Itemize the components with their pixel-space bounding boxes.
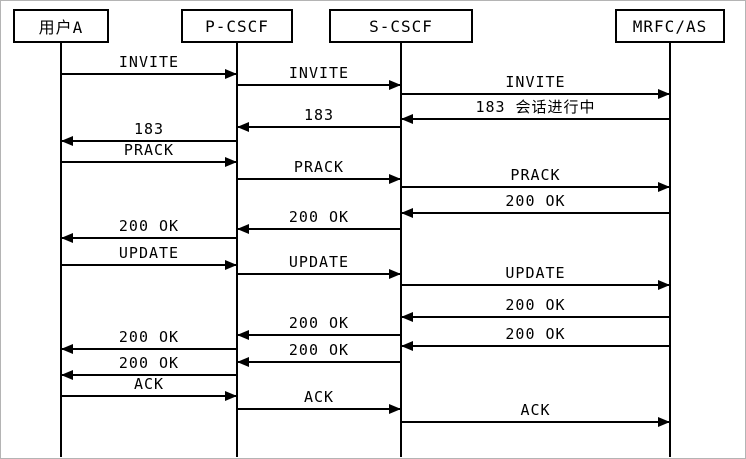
participant-box-mrfc-as: MRFC/AS bbox=[615, 9, 725, 43]
message-line bbox=[401, 118, 670, 120]
message-line bbox=[237, 84, 401, 86]
arrowhead-icon bbox=[225, 391, 237, 401]
message-line bbox=[61, 348, 237, 350]
message-line bbox=[61, 73, 237, 75]
arrowhead-icon bbox=[401, 312, 413, 322]
lifeline-mrfc-as bbox=[669, 43, 671, 457]
arrowhead-icon bbox=[401, 208, 413, 218]
message-line bbox=[237, 178, 401, 180]
message-line bbox=[237, 228, 401, 230]
message-label: UPDATE bbox=[502, 265, 569, 282]
participant-box-user-a: 用户A bbox=[13, 9, 109, 43]
message-label: 200 OK bbox=[502, 326, 569, 343]
message-line bbox=[401, 345, 670, 347]
arrowhead-icon bbox=[61, 136, 73, 146]
message-label: 200 OK bbox=[285, 342, 353, 359]
message-label: PRACK bbox=[290, 159, 348, 176]
message-label: ACK bbox=[130, 376, 168, 393]
message-line bbox=[61, 140, 237, 142]
arrowhead-icon bbox=[61, 344, 73, 354]
message-label: PRACK bbox=[507, 167, 564, 184]
message-label: 200 OK bbox=[115, 355, 183, 372]
message-line bbox=[61, 161, 237, 163]
arrowhead-icon bbox=[237, 224, 249, 234]
message-line bbox=[61, 264, 237, 266]
message-line bbox=[401, 212, 670, 214]
lifeline-s-cscf bbox=[400, 43, 402, 457]
message-label: 200 OK bbox=[285, 315, 353, 332]
arrowhead-icon bbox=[237, 330, 249, 340]
message-line bbox=[401, 93, 670, 95]
message-label: 200 OK bbox=[115, 218, 183, 235]
arrowhead-icon bbox=[61, 233, 73, 243]
message-line bbox=[61, 237, 237, 239]
arrowhead-icon bbox=[658, 280, 670, 290]
message-line bbox=[401, 316, 670, 318]
participant-box-s-cscf: S-CSCF bbox=[329, 9, 473, 43]
arrowhead-icon bbox=[389, 80, 401, 90]
arrowhead-icon bbox=[389, 174, 401, 184]
message-line bbox=[237, 334, 401, 336]
arrowhead-icon bbox=[389, 404, 401, 414]
message-label: PRACK bbox=[120, 142, 178, 159]
arrowhead-icon bbox=[237, 122, 249, 132]
message-line bbox=[401, 284, 670, 286]
arrowhead-icon bbox=[225, 157, 237, 167]
arrowhead-icon bbox=[225, 260, 237, 270]
lifeline-p-cscf bbox=[236, 43, 238, 457]
message-label: 183 bbox=[130, 121, 168, 138]
arrowhead-icon bbox=[401, 341, 413, 351]
message-label: 200 OK bbox=[115, 329, 183, 346]
message-line bbox=[401, 186, 670, 188]
arrowhead-icon bbox=[401, 114, 413, 124]
arrowhead-icon bbox=[225, 69, 237, 79]
message-label: INVITE bbox=[115, 54, 183, 71]
arrowhead-icon bbox=[658, 417, 670, 427]
message-label: INVITE bbox=[502, 74, 569, 91]
arrowhead-icon bbox=[61, 370, 73, 380]
message-line bbox=[61, 374, 237, 376]
message-label: 183 bbox=[300, 107, 338, 124]
message-label: 200 OK bbox=[502, 193, 569, 210]
participant-box-p-cscf: P-CSCF bbox=[181, 9, 293, 43]
lifeline-user-a bbox=[60, 43, 62, 457]
arrowhead-icon bbox=[389, 269, 401, 279]
message-line bbox=[237, 126, 401, 128]
message-line bbox=[237, 361, 401, 363]
arrowhead-icon bbox=[658, 182, 670, 192]
message-line bbox=[237, 273, 401, 275]
message-line bbox=[237, 408, 401, 410]
message-label: ACK bbox=[517, 402, 554, 419]
arrowhead-icon bbox=[658, 89, 670, 99]
message-line bbox=[401, 421, 670, 423]
message-label: 183 会话进行中 bbox=[472, 99, 599, 116]
message-label: ACK bbox=[300, 389, 338, 406]
message-label: UPDATE bbox=[285, 254, 353, 271]
message-label: INVITE bbox=[285, 65, 353, 82]
message-label: UPDATE bbox=[115, 245, 183, 262]
message-label: 200 OK bbox=[502, 297, 569, 314]
message-label: 200 OK bbox=[285, 209, 353, 226]
message-line bbox=[61, 395, 237, 397]
arrowhead-icon bbox=[237, 357, 249, 367]
